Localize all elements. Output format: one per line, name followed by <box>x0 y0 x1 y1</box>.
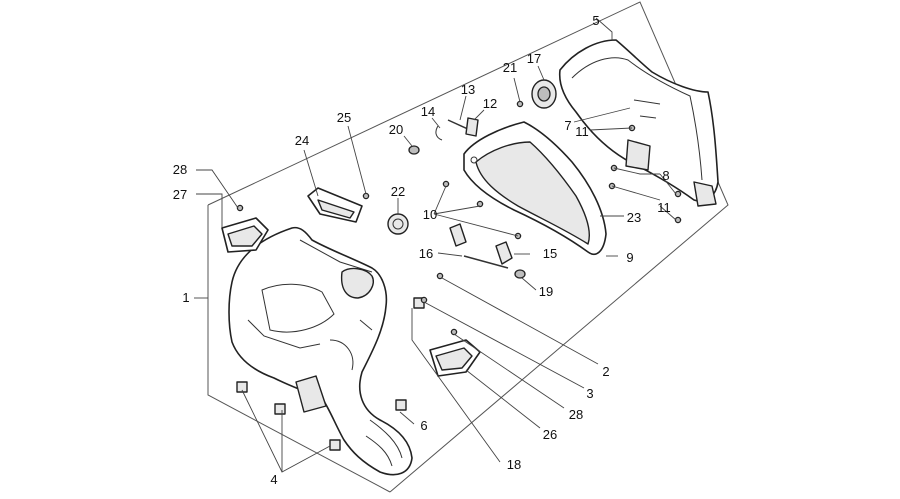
hinge-part <box>449 223 467 247</box>
callout-2: 2 <box>602 364 609 379</box>
callout-12: 12 <box>483 96 497 111</box>
pin-parts-12-13-14 <box>435 117 479 141</box>
small-box-part-27 <box>221 217 269 253</box>
callout-10: 10 <box>423 207 437 222</box>
inner-shield-part-1 <box>228 226 413 476</box>
callout-5: 5 <box>592 13 599 28</box>
lock-part-17 <box>531 79 557 109</box>
callout-9: 9 <box>626 250 633 265</box>
callout-17: 17 <box>527 51 541 66</box>
bracket-part-24 <box>307 187 363 223</box>
leader-lines <box>194 17 677 473</box>
callout-24: 24 <box>295 133 309 148</box>
callout-1: 1 <box>182 290 189 305</box>
callout-22: 22 <box>391 184 405 199</box>
callout-27: 27 <box>173 187 187 202</box>
callout-3: 3 <box>586 386 593 401</box>
callout-25: 25 <box>337 110 351 125</box>
rod-part-16 <box>463 255 509 269</box>
callout-18: 18 <box>507 457 521 472</box>
callout-19: 19 <box>539 284 553 299</box>
latch-part-15 <box>495 241 513 265</box>
callout-labels: 1 2 3 4 5 6 7 8 9 10 11 11 12 13 14 15 1… <box>173 13 671 487</box>
callout-28-left: 28 <box>173 162 187 177</box>
callout-21: 21 <box>503 60 517 75</box>
callout-8: 8 <box>662 168 669 183</box>
callout-15: 15 <box>543 246 557 261</box>
leg-shield-part-5 <box>558 39 719 207</box>
nut-part-20 <box>408 145 420 155</box>
callout-4: 4 <box>270 472 277 487</box>
callout-11-lower: 11 <box>657 200 671 215</box>
callout-20: 20 <box>389 122 403 137</box>
callout-7: 7 <box>564 118 571 133</box>
screw-parts <box>236 100 682 336</box>
callout-28-right: 28 <box>569 407 583 422</box>
callout-6: 6 <box>420 418 427 433</box>
glovebox-door-part-23 <box>463 121 607 256</box>
callout-16: 16 <box>419 246 433 261</box>
callout-13: 13 <box>461 82 475 97</box>
washer-part-19 <box>514 269 526 279</box>
small-box-part-26 <box>429 339 481 377</box>
callout-14: 14 <box>421 104 435 119</box>
callout-11-upper: 11 <box>575 124 589 139</box>
callout-26: 26 <box>543 427 557 442</box>
grommet-part-22 <box>387 213 409 235</box>
callout-23: 23 <box>627 210 641 225</box>
